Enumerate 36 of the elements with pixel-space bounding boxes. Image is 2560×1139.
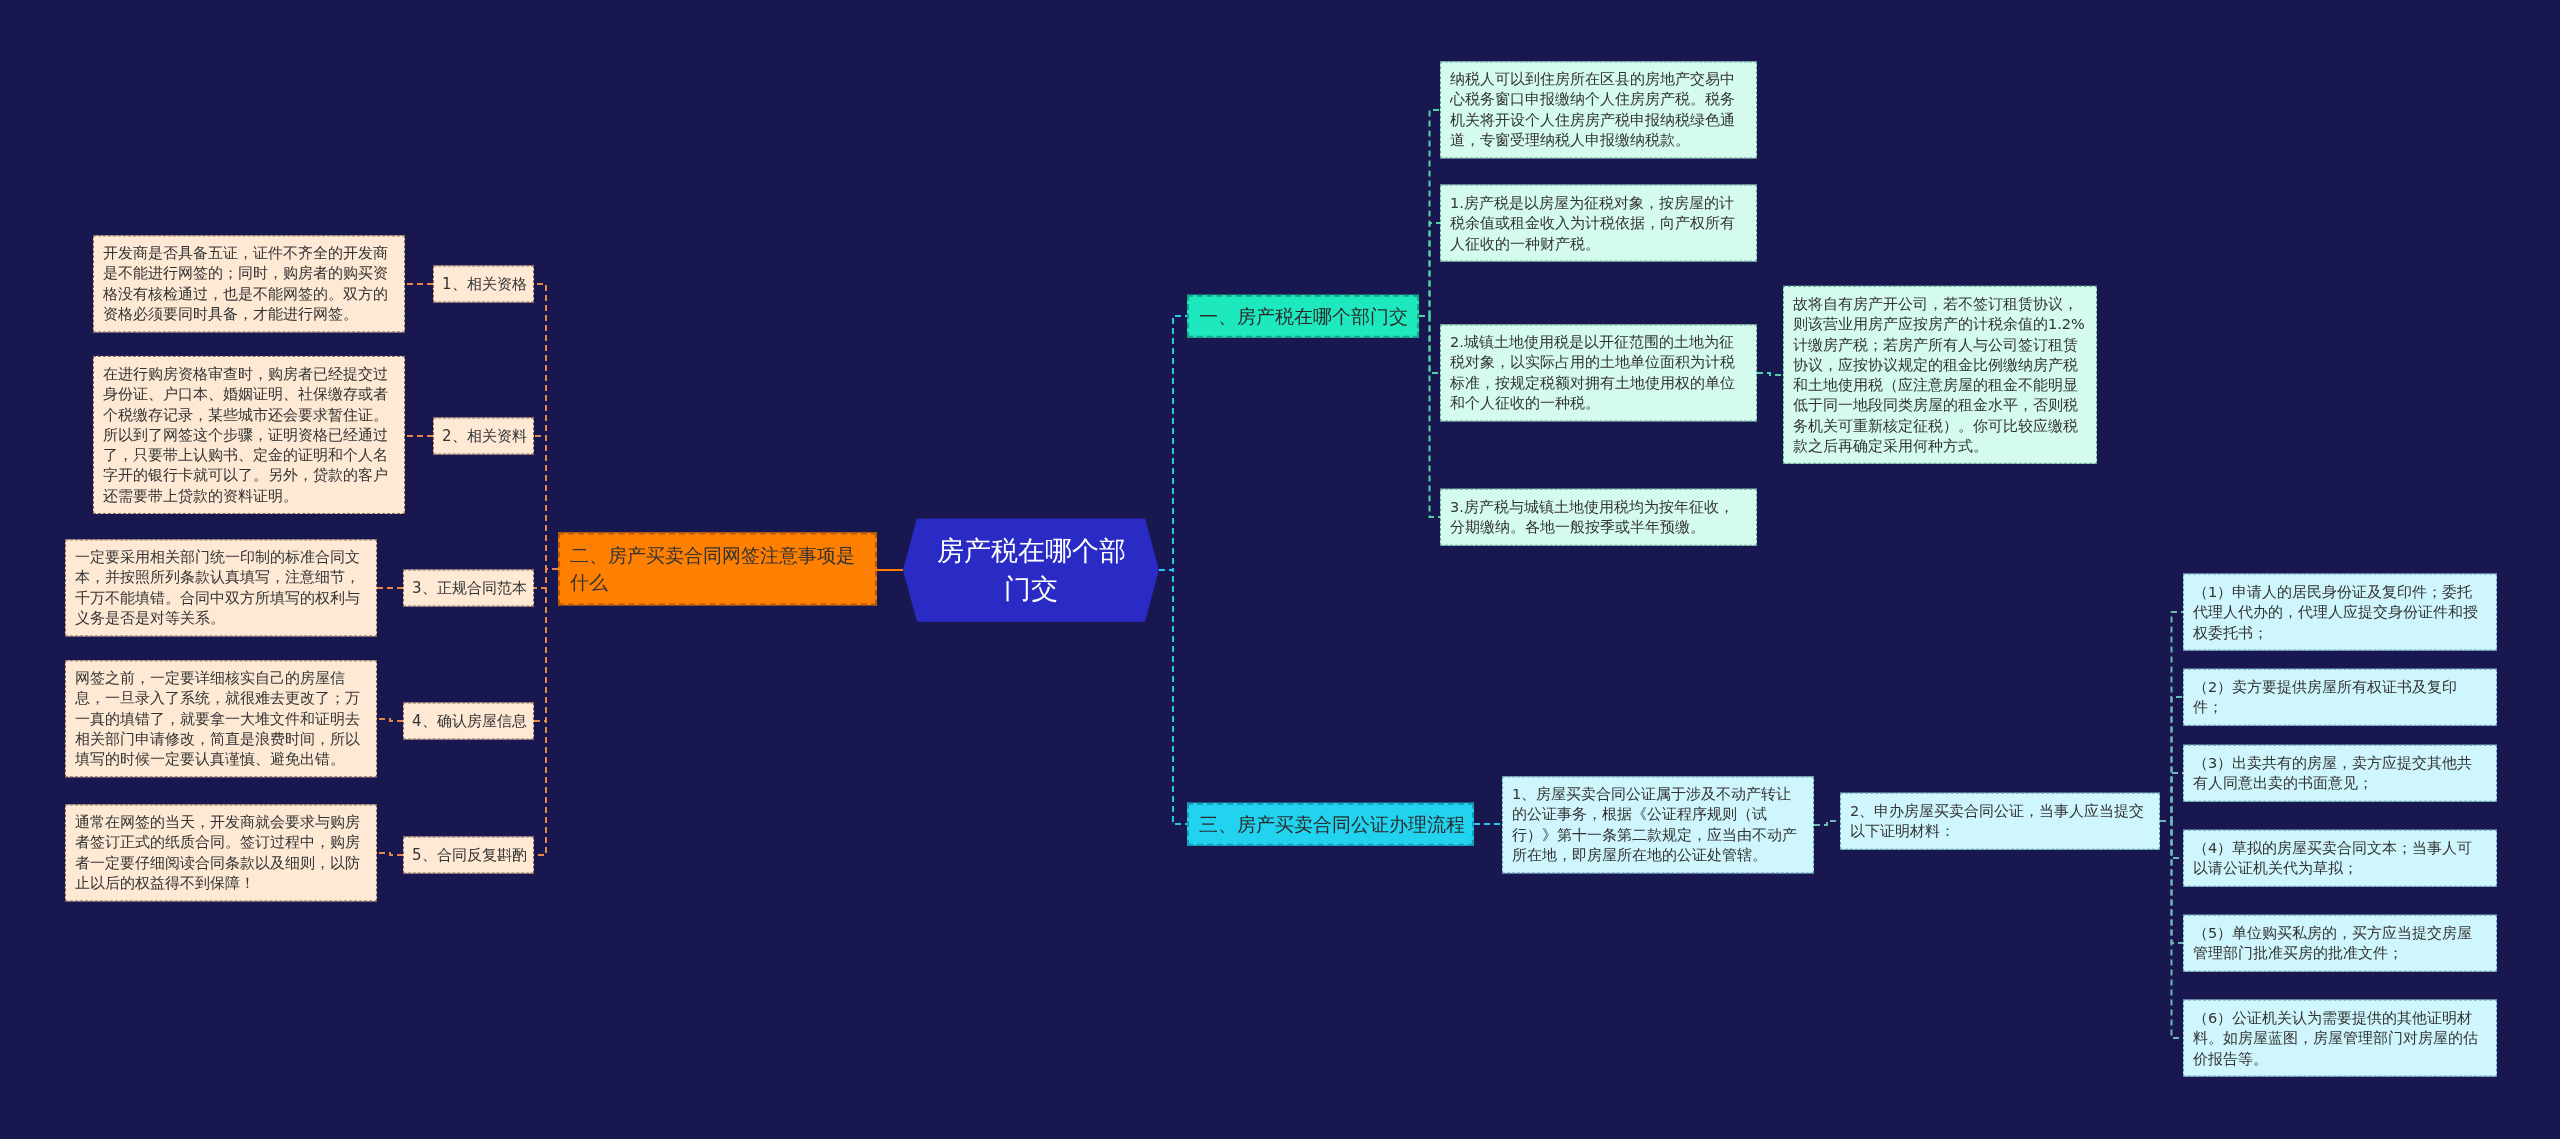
branch-box: 二、房产买卖合同网签注意事项是什么	[558, 532, 877, 606]
note-box: 网签之前，一定要详细核实自己的房屋信息，一旦录入了系统，就很难去更改了；万一真的填错了，就要拿一大堆文件和证明去相关部门申请修改，简直是浪费时间，所以填写的时候一定要认真谨慎、避免出错。	[65, 660, 377, 778]
note-box: （3）出卖共有的房屋，卖方应提交其他共有人同意出卖的书面意见；	[2183, 744, 2497, 802]
note-box: 2.城镇土地使用税是以开征范围的土地为征税对象，以实际占用的土地单位面积为计税标准，按规定税额对拥有土地使用权的单位和个人征收的一种税。	[1440, 324, 1757, 422]
note-box: 一定要采用相关部门统一印制的标准合同文本，并按照所列条款认真填写，注意细节，千万不能填错。合同中双方所填写的权利与义务是否是对等关系。	[65, 539, 377, 637]
connector-line	[876, 569, 904, 571]
note-box: 开发商是否具备五证，证件不齐全的开发商是不能进行网签的；同时，购房者的购买资格没有核检通过，也是不能网签的。双方的资格必须要同时具备，才能进行网签。	[93, 235, 405, 333]
note-box: 3.房产税与城镇土地使用税均为按年征收，分期缴纳。各地一般按季或半年预缴。	[1440, 488, 1757, 546]
note-box: （5）单位购买私房的，买方应当提交房屋管理部门批准买房的批准文件；	[2183, 914, 2497, 972]
connector-line	[404, 283, 434, 285]
note-box: 通常在网签的当天，开发商就会要求与购房者签订正式的纸质合同。签订过程中，购房者一定要仔细阅读合同条款以及细则，以防止以后的权益得不到保障！	[65, 804, 377, 902]
note-box: 故将自有房产开公司，若不签订租赁协议，则该营业用房产应按房产的计税余值的1.2%计缴房产税；若房产所有人与公司签订租赁协议，应按协议规定的租金比例缴纳房产税和土地使用税（应注意房屋的租金不能明显低于同一地段同类房屋的租金水平，否则税务机关可重新核定征税）。你可比较应缴税款之后再确定采用何种方式。	[1783, 285, 2097, 465]
connector-line	[1756, 372, 1784, 376]
connector-line	[1158, 569, 1188, 825]
subtopic-box: 5、合同反复斟酌	[403, 836, 534, 874]
subtopic-box: 1、相关资格	[433, 265, 534, 303]
connector-line	[1418, 315, 1441, 518]
note-box: （6）公证机关认为需要提供的其他证明材料。如房屋蓝图，房屋管理部门对房屋的估价报告等。	[2183, 999, 2497, 1077]
connector-line	[1473, 823, 1503, 825]
branch-box: 三、房产买卖合同公证办理流程	[1187, 802, 1474, 846]
note-box: 2、申办房屋买卖合同公证，当事人应当提交以下证明材料：	[1840, 792, 2160, 850]
subtopic-box: 3、正规合同范本	[403, 569, 534, 607]
connector-line	[376, 587, 404, 589]
connector-line	[376, 852, 404, 856]
note-box: （1）申请人的居民身份证及复印件；委托代理人代办的，代理人应提交身份证件和授权委托书；	[2183, 573, 2497, 651]
branch-box: 一、房产税在哪个部门交	[1187, 294, 1419, 338]
note-box: （4）草拟的房屋买卖合同文本；当事人可以请公证机关代为草拟；	[2183, 829, 2497, 887]
note-box: （2）卖方要提供房屋所有权证书及复印件；	[2183, 668, 2497, 726]
note-box: 纳税人可以到住房所在区县的房地产交易中心税务窗口申报缴纳个人住房房产税。税务机关将开设个人住房房产税申报纳税绿色通道，专窗受理纳税人申报缴纳税款。	[1440, 61, 1757, 159]
note-box: 1、房屋买卖合同公证属于涉及不动产转让的公证事务，根据《公证程序规则（试行）》第十一条第二款规定，应当由不动产所在地，即房屋所在地的公证处管辖。	[1502, 776, 1814, 874]
note-box: 1.房产税是以房屋为征税对象，按房屋的计税余值或租金收入为计税依据，向产权所有人征收的一种财产税。	[1440, 184, 1757, 262]
note-box: 在进行购房资格审查时，购房者已经提交过身份证、户口本、婚姻证明、社保缴存或者个税缴存记录，某些城市还会要求暂住证。所以到了网签这个步骤，证明资格已经通过了，只要带上认购书、定金的证明和个人名字开的银行卡就可以了。另外，贷款的客户还需要带上贷款的资料证明。	[93, 355, 405, 515]
subtopic-box: 4、确认房屋信息	[403, 702, 534, 740]
connector-line	[404, 435, 434, 437]
subtopic-box: 2、相关资料	[433, 417, 534, 455]
connector-line	[376, 718, 404, 722]
